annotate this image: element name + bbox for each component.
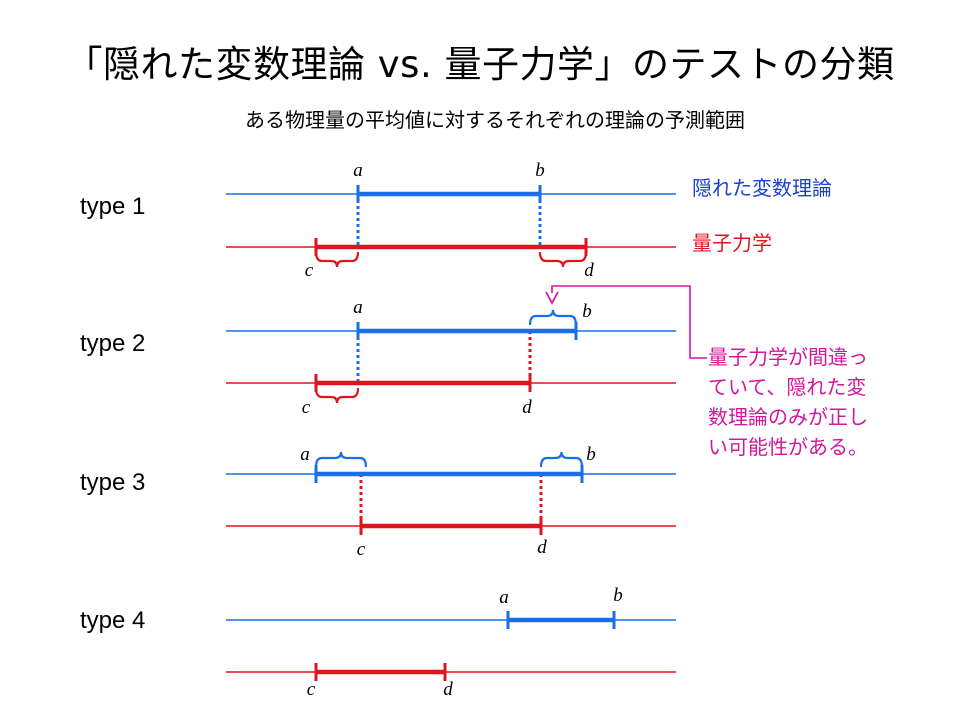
- type-2-brace-2: [314, 387, 360, 404]
- type-3-brace-2: [539, 451, 584, 468]
- type-1-brace-2: [538, 251, 588, 268]
- note-line-2: ていて、隠れた変: [708, 375, 866, 399]
- type-3-label: type 3: [80, 469, 145, 496]
- type-1-label-c: c: [305, 260, 314, 281]
- legend-hidden-variable: 隠れた変数理論: [692, 176, 832, 200]
- type-1-label-b: b: [535, 160, 545, 181]
- type-3-label-a: a: [300, 444, 310, 465]
- type-3-brace-1: [314, 451, 368, 468]
- type-3-label-d: d: [537, 537, 547, 558]
- type-2-label-b: b: [582, 301, 592, 322]
- note-line-1: 量子力学が間違っ: [708, 345, 868, 369]
- type-4-label-b: b: [613, 585, 623, 606]
- callout-arrow-icon: [545, 291, 559, 305]
- type-3-label-c: c: [357, 539, 366, 560]
- note-line-4: い可能性がある。: [708, 435, 868, 459]
- type-2-label-c: c: [302, 397, 311, 418]
- type-1-label-d: d: [584, 260, 594, 281]
- type-4-label-d: d: [443, 679, 453, 700]
- type-1-label-a: a: [353, 160, 363, 181]
- type-2-label-d: d: [522, 397, 532, 418]
- type-1-label: type 1: [80, 193, 145, 220]
- type-2-brace-1: [528, 309, 578, 326]
- note-line-3: 数理論のみが正し: [708, 405, 868, 429]
- legend-quantum: 量子力学: [692, 231, 772, 255]
- slide-title: 「隠れた変数理論 vs. 量子力学」のテストの分類: [65, 43, 895, 86]
- type-2-label-a: a: [353, 297, 363, 318]
- slide-subtitle: ある物理量の平均値に対するそれぞれの理論の予測範囲: [245, 108, 745, 132]
- type-2-label: type 2: [80, 330, 145, 357]
- type-4-label-a: a: [499, 587, 509, 608]
- type-4-label-c: c: [307, 679, 316, 700]
- callout-connector-line: [551, 285, 707, 359]
- type-1-brace-1: [314, 251, 360, 268]
- type-3-label-b: b: [586, 444, 596, 465]
- type-4-label: type 4: [80, 607, 145, 634]
